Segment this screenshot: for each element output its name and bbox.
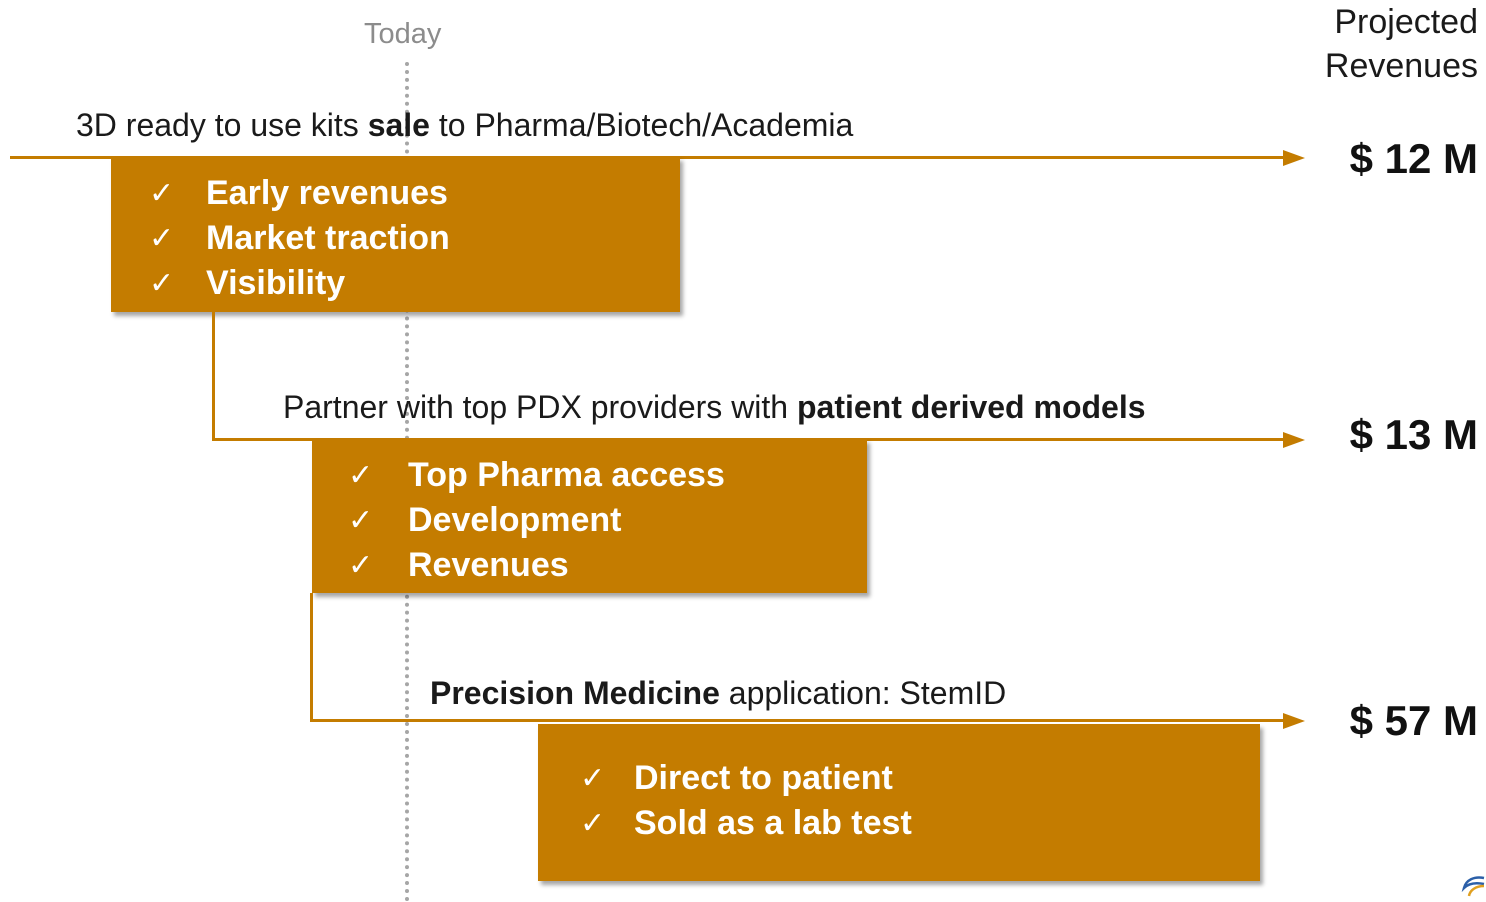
benefit-text: Sold as a lab test bbox=[634, 804, 912, 842]
benefit-item: ✓ Direct to patient bbox=[580, 756, 912, 801]
check-icon: ✓ bbox=[149, 266, 175, 301]
stream-3-arrowhead bbox=[1283, 713, 1305, 729]
connector-1-2 bbox=[212, 312, 215, 441]
stream-1-label-pre: 3D ready to use kits bbox=[76, 107, 368, 143]
stream-1-arrowhead bbox=[1283, 150, 1305, 166]
check-icon: ✓ bbox=[348, 548, 374, 583]
company-logo-icon bbox=[1461, 876, 1485, 897]
stream-1-benefits-box: ✓ Early revenues ✓ Market traction ✓ Visibi… bbox=[111, 157, 680, 312]
stream-2-revenue: $ 13 M bbox=[1349, 411, 1478, 458]
stream-3-label: Precision Medicine application: StemID bbox=[430, 675, 1006, 712]
stream-3-revenue: $ 57 M bbox=[1349, 697, 1478, 744]
stream-1-label-post: to Pharma/Biotech/Academia bbox=[429, 107, 854, 143]
benefit-text: Top Pharma access bbox=[408, 456, 725, 494]
benefit-text: Early revenues bbox=[206, 174, 448, 212]
stream-3-benefits-list: ✓ Direct to patient ✓ Sold as a lab test bbox=[580, 756, 912, 846]
stream-2-benefits-box: ✓ Top Pharma access ✓ Development ✓ Revenue… bbox=[312, 439, 867, 593]
projected-header-line2: Revenues bbox=[1324, 47, 1478, 85]
benefit-item: ✓ Top Pharma access bbox=[348, 453, 725, 498]
stream-1-label-bold: sale bbox=[367, 107, 430, 143]
stream-2-label-bold: patient derived models bbox=[796, 389, 1146, 425]
benefit-item: ✓ Development bbox=[348, 498, 725, 543]
benefit-item: ✓ Visibility bbox=[149, 261, 450, 306]
stream-2-benefits-list: ✓ Top Pharma access ✓ Development ✓ Revenue… bbox=[348, 453, 725, 588]
check-icon: ✓ bbox=[348, 458, 374, 493]
projected-header-line1: Projected bbox=[1334, 3, 1478, 41]
benefit-text: Market traction bbox=[206, 219, 450, 257]
stream-1-benefits-list: ✓ Early revenues ✓ Market traction ✓ Visibi… bbox=[149, 171, 450, 306]
benefit-item: ✓ Market traction bbox=[149, 216, 450, 261]
stream-1-label: 3D ready to use kits sale to Pharma/Biot… bbox=[76, 107, 853, 144]
check-icon: ✓ bbox=[580, 806, 606, 841]
check-icon: ✓ bbox=[149, 176, 175, 211]
stream-3-benefits-box: ✓ Direct to patient ✓ Sold as a lab test bbox=[538, 724, 1260, 881]
check-icon: ✓ bbox=[149, 221, 175, 256]
stream-2-label-pre: Partner with top PDX providers with bbox=[283, 389, 797, 425]
benefit-text: Direct to patient bbox=[634, 759, 893, 797]
check-icon: ✓ bbox=[348, 503, 374, 538]
stream-3-arrow-line bbox=[310, 719, 1285, 722]
benefit-text: Visibility bbox=[206, 264, 346, 302]
benefit-item: ✓ Sold as a lab test bbox=[580, 801, 912, 846]
stream-2-label: Partner with top PDX providers with pati… bbox=[283, 389, 1146, 426]
benefit-item: ✓ Early revenues bbox=[149, 171, 450, 216]
today-label: Today bbox=[364, 18, 442, 50]
benefit-item: ✓ Revenues bbox=[348, 543, 725, 588]
benefit-text: Development bbox=[408, 501, 622, 539]
stream-1-revenue: $ 12 M bbox=[1349, 135, 1478, 182]
stream-2-arrowhead bbox=[1283, 432, 1305, 448]
stream-3-label-bold: Precision Medicine bbox=[430, 675, 720, 711]
benefit-text: Revenues bbox=[408, 546, 569, 584]
stream-3-label-post: application: StemID bbox=[719, 675, 1007, 711]
connector-2-3 bbox=[310, 593, 313, 721]
check-icon: ✓ bbox=[580, 761, 606, 796]
projected-revenues-header: Projected Revenues bbox=[1278, 0, 1478, 88]
